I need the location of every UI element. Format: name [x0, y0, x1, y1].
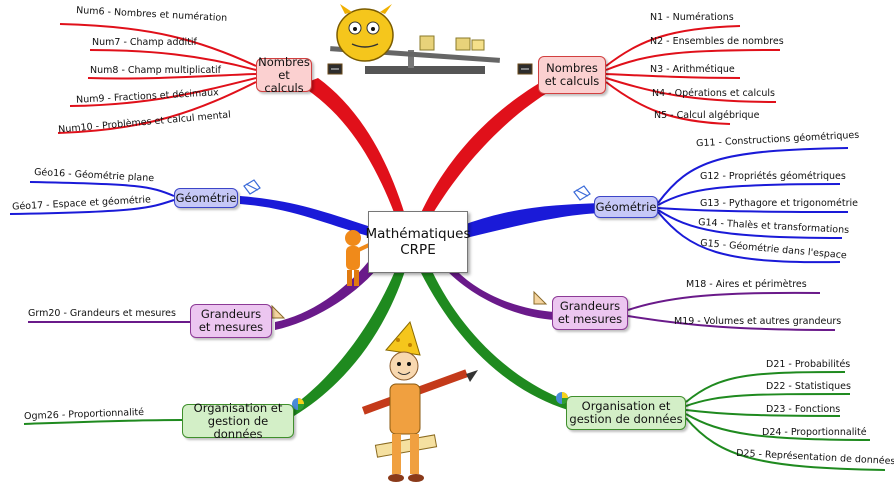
- leaf-d22[interactable]: D22 - Statistiques: [766, 381, 851, 392]
- node-label: et mesures: [557, 312, 623, 326]
- branch-nc-right: [420, 78, 552, 215]
- monster-on-scale-illustration: [330, 4, 501, 74]
- node-organisation-donnees-left[interactable]: Organisation et gestion de données: [182, 400, 294, 441]
- set-square-icon: [271, 304, 286, 319]
- leaf-num8[interactable]: Num8 - Champ multiplicatif: [90, 65, 222, 76]
- node-organisation-donnees-right[interactable]: Organisation et gestion de données: [566, 396, 686, 430]
- node-geometrie-right[interactable]: Géométrie: [594, 196, 658, 218]
- branch-nc-left: [300, 78, 405, 215]
- leaf-n4[interactable]: N4 - Opérations et calculs: [652, 88, 775, 99]
- node-label: Organisation et: [581, 399, 671, 413]
- node-label: et mesures: [198, 320, 264, 334]
- leaf-m18[interactable]: M18 - Aires et périmètres: [686, 279, 807, 290]
- node-label: Géométrie: [175, 190, 237, 205]
- branch-gm-right: [446, 270, 556, 320]
- leaf-grm20[interactable]: Grm20 - Grandeurs et mesures: [28, 308, 176, 319]
- node-label: Géométrie: [595, 199, 657, 214]
- node-nombres-calculs-left[interactable]: Nombres et calculs: [256, 54, 312, 95]
- central-topic-subtitle: CRPE: [400, 242, 436, 258]
- leaf-n5[interactable]: N5 - Calcul algébrique: [654, 110, 760, 121]
- node-label: Nombres: [546, 61, 598, 75]
- leaf-num7[interactable]: Num7 - Champ additif: [92, 37, 197, 48]
- pie-chart-icon: [556, 392, 568, 404]
- leaf-n1[interactable]: N1 - Numérations: [650, 12, 734, 23]
- node-label: Nombres: [258, 54, 310, 69]
- node-label: Grandeurs: [200, 307, 262, 321]
- node-label: Grandeurs: [559, 299, 621, 313]
- chalkboard-icon: [327, 63, 343, 75]
- node-label: Organisation et: [193, 400, 283, 415]
- node-label: et calculs: [264, 67, 304, 95]
- central-topic[interactable]: Mathématiques CRPE: [365, 211, 471, 273]
- node-geometrie-left[interactable]: Géométrie: [174, 188, 238, 208]
- branch-gm-left: [275, 262, 378, 330]
- leaf-n3[interactable]: N3 - Arithmétique: [650, 64, 735, 75]
- leaf-g13[interactable]: G13 - Pythagore et trigonométrie: [700, 198, 858, 209]
- geometry-icon: [573, 185, 591, 201]
- node-label: gestion de données: [569, 412, 683, 426]
- geometry-icon: [243, 179, 261, 195]
- teacher-figure-illustration: [345, 230, 371, 286]
- set-square-icon: [533, 290, 548, 305]
- node-label: gestion de données: [207, 413, 269, 441]
- chalkboard-icon: [517, 63, 533, 75]
- node-label: et calculs: [544, 74, 600, 88]
- node-nombres-calculs-right[interactable]: Nombres et calculs: [538, 56, 606, 94]
- leaf-m19[interactable]: M19 - Volumes et autres grandeurs: [674, 316, 842, 327]
- pie-chart-icon: [292, 398, 304, 410]
- leaf-d21[interactable]: D21 - Probabilités: [766, 359, 851, 370]
- leaf-d23[interactable]: D23 - Fonctions: [766, 404, 841, 415]
- kid-with-pencil-and-ruler-illustration: [361, 320, 478, 482]
- central-topic-title: Mathématiques: [365, 226, 471, 242]
- node-grandeurs-mesures-left[interactable]: Grandeurs et mesures: [190, 304, 272, 338]
- leaf-d24[interactable]: D24 - Proportionnalité: [762, 427, 867, 438]
- branch-geo-left: [240, 196, 368, 236]
- branch-geo-right: [466, 203, 600, 238]
- leaf-n2[interactable]: N2 - Ensembles de nombres: [650, 36, 784, 47]
- leaf-g12[interactable]: G12 - Propriétés géométriques: [700, 171, 846, 182]
- branch-og-right: [420, 271, 570, 410]
- node-grandeurs-mesures-right[interactable]: Grandeurs et mesures: [552, 296, 628, 330]
